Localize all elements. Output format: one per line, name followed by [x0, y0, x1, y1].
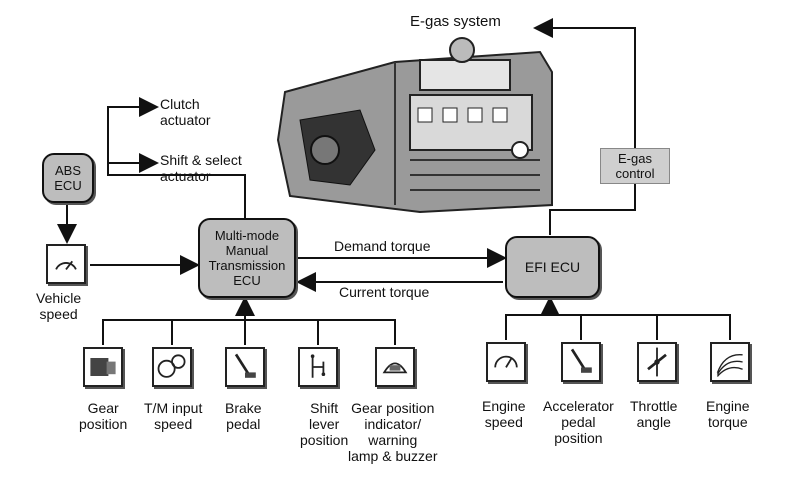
demand-torque-label: Demand torque [334, 238, 431, 254]
shift-lever-icon [298, 347, 338, 387]
throttle-icon [637, 342, 677, 382]
gear-position-label: Gear position [79, 400, 128, 432]
shift-select-actuator-label: Shift & select actuator [160, 152, 242, 184]
egas-control-label: E-gas control [600, 148, 670, 184]
accelerator-pedal-position-label: Accelerator pedal position [543, 398, 614, 446]
mmt-ecu-box: Multi-mode Manual Transmission ECU [198, 218, 296, 298]
tm-input-speed-icon [152, 347, 192, 387]
engine-torque-label: Engine torque [706, 398, 750, 430]
shift-lever-position-label: Shift lever position [300, 400, 349, 448]
efi-ecu-box: EFI ECU [505, 236, 600, 298]
abs-ecu-box: ABS ECU [42, 153, 94, 203]
accelerator-pedal-icon [561, 342, 601, 382]
current-torque-label: Current torque [339, 284, 430, 300]
engine-illustration [276, 37, 553, 214]
brake-pedal-label: Brake pedal [225, 400, 262, 432]
engine-torque-icon [710, 342, 750, 382]
vehicle-speed-label: Vehicle speed [36, 290, 82, 322]
gear-indicator-icon [375, 347, 415, 387]
speedometer-icon [46, 244, 86, 284]
brake-pedal-icon [225, 347, 265, 387]
tachometer-icon [486, 342, 526, 382]
throttle-angle-label: Throttle angle [630, 398, 678, 430]
clutch-actuator-label: Clutch actuator [160, 96, 211, 128]
tm-input-speed-label: T/M input speed [144, 400, 203, 432]
egas-system-label: E-gas system [410, 13, 501, 30]
gear-position-icon [83, 347, 123, 387]
engine-speed-label: Engine speed [482, 398, 526, 430]
gear-position-indicator-label: Gear position indicator/ warning lamp & … [348, 400, 438, 464]
